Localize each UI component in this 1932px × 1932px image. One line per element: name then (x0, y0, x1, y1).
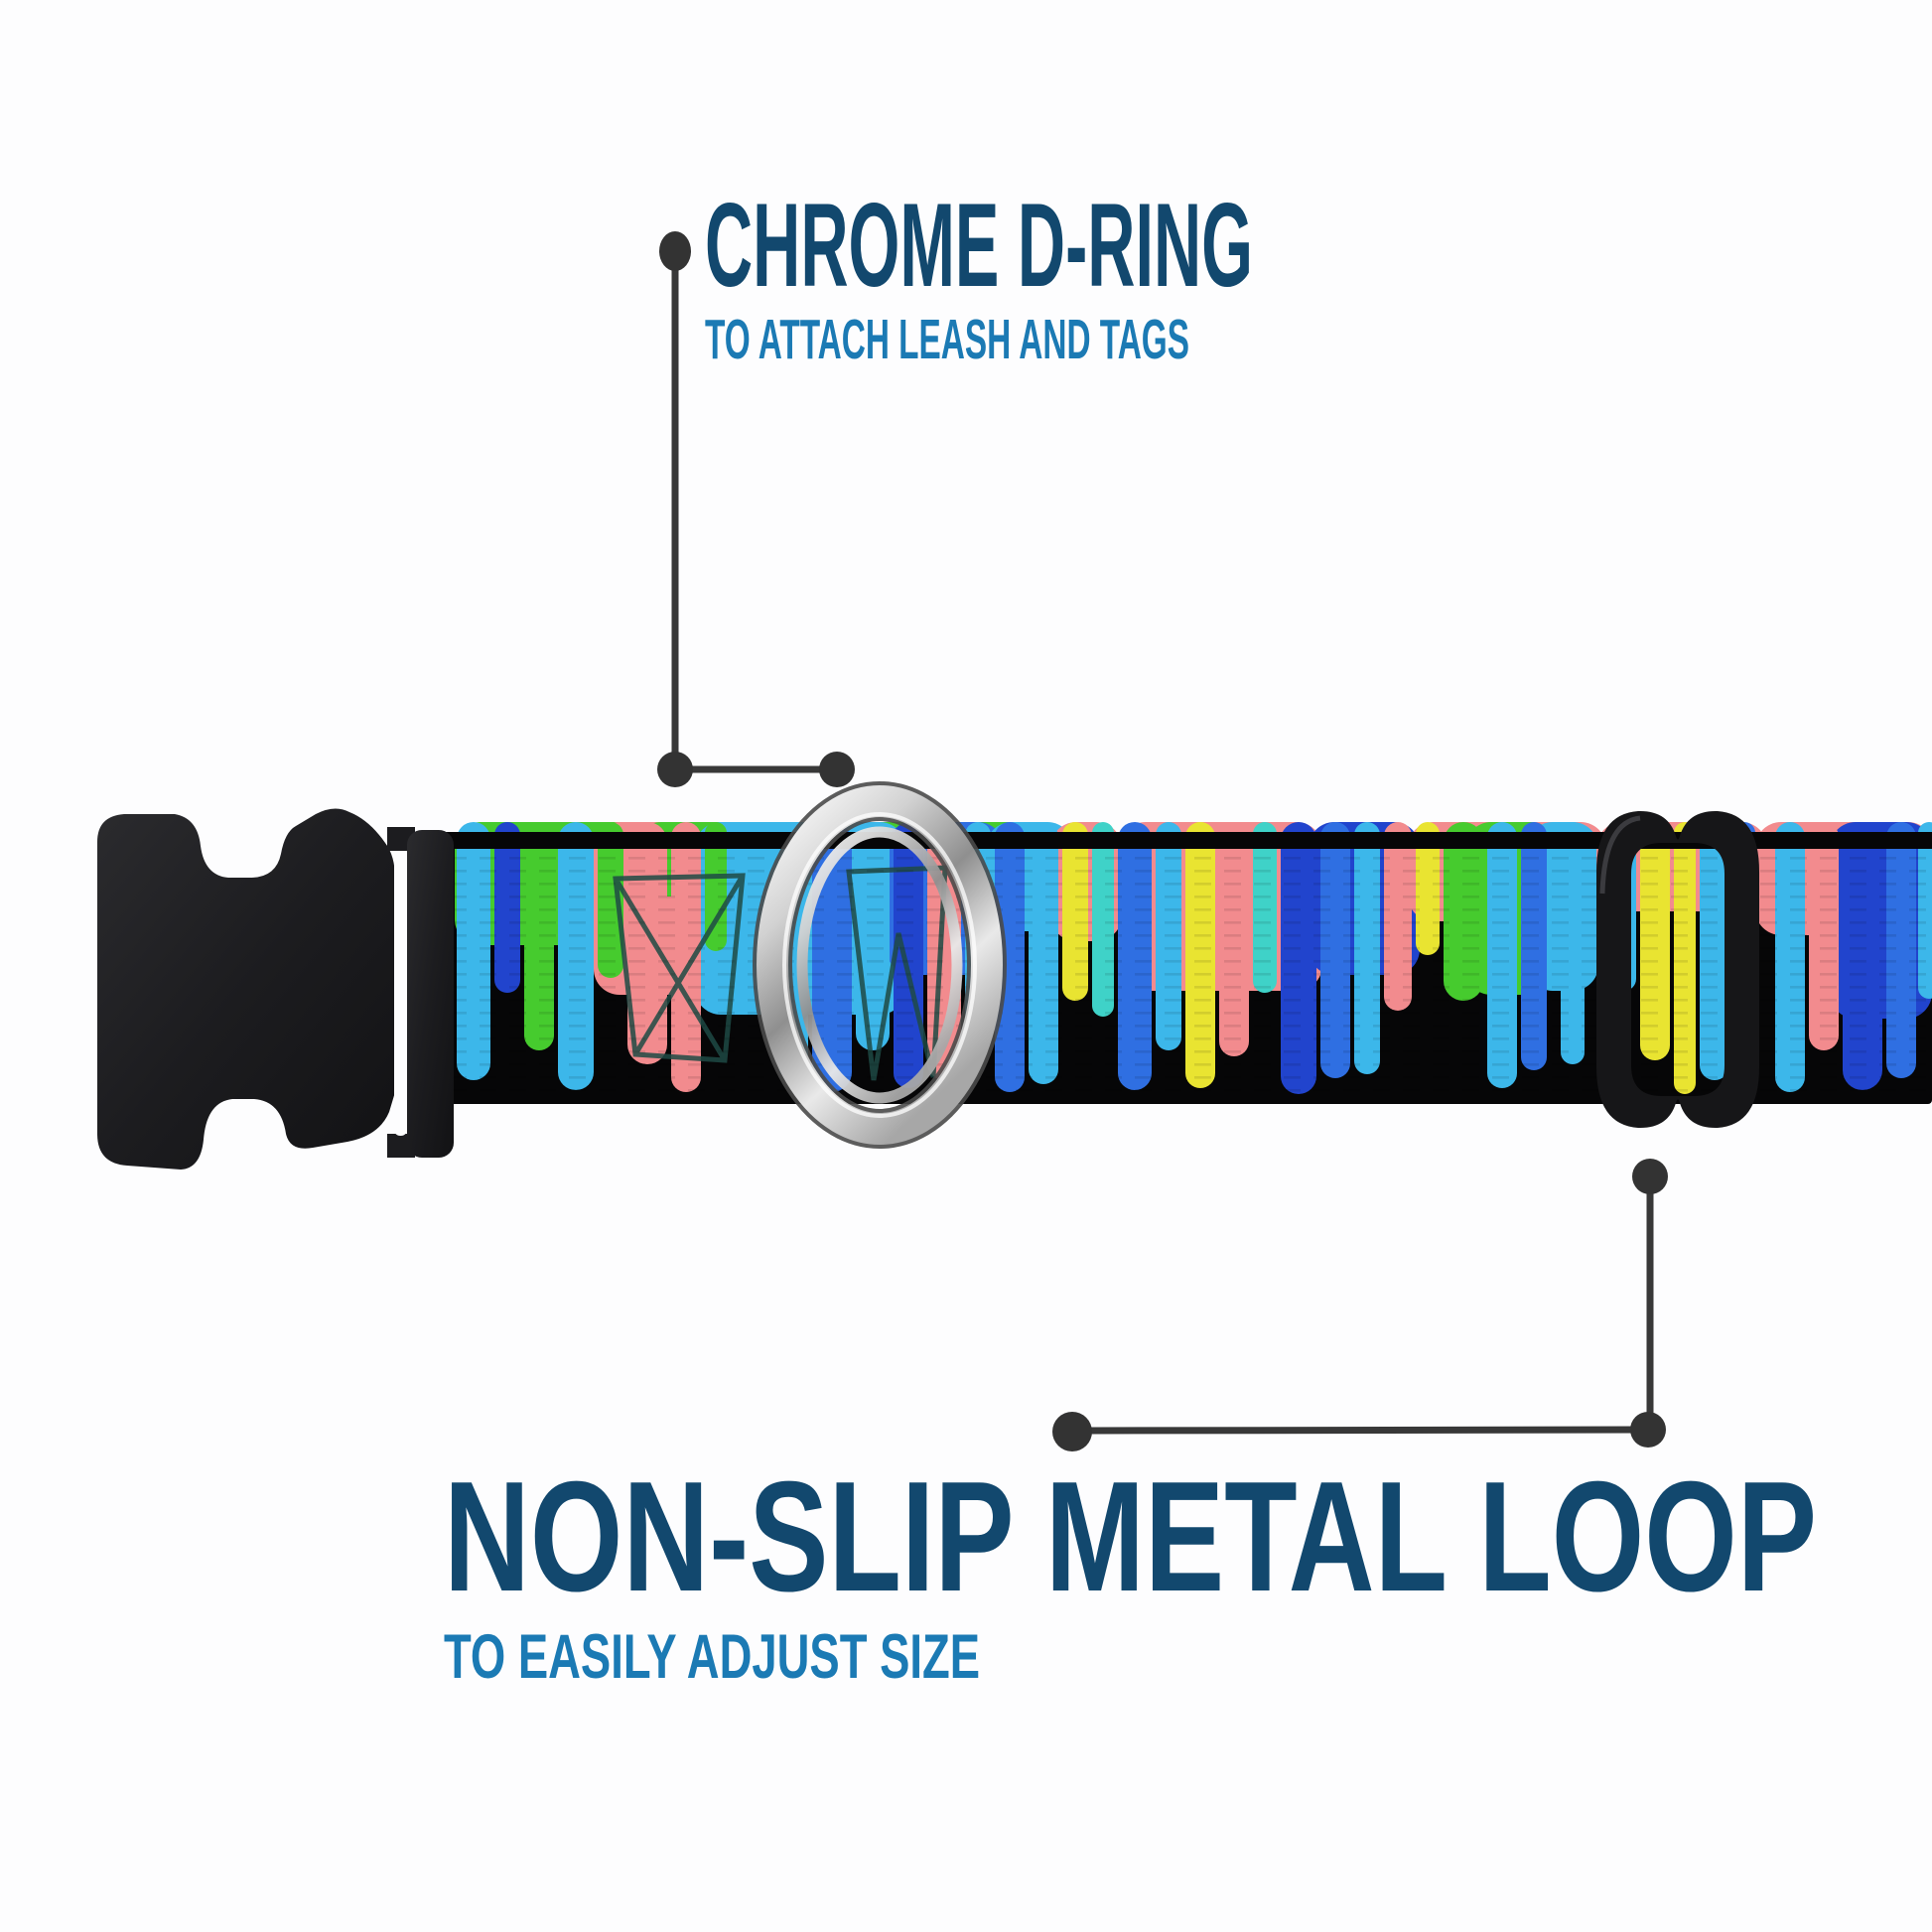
d-ring-chrome (757, 785, 1003, 1145)
buckle-body (97, 808, 395, 1170)
callout-subtitle-d-ring: TO ATTACH LEASH AND TAGS (705, 308, 1189, 371)
callout-chrome-d-ring: CHROME D-RING TO ATTACH LEASH AND TAGS (657, 179, 1253, 787)
d-ring-gleam (782, 812, 977, 1118)
callout-subtitle-metal-loop: TO EASILY ADJUST SIZE (444, 1622, 980, 1692)
callout-dot-target (1632, 1159, 1668, 1194)
d-ring-inner-tube (796, 826, 963, 1104)
callout-title-metal-loop: NON-SLIP METAL LOOP (444, 1449, 1817, 1624)
collar-strap (409, 822, 1932, 1104)
webbing-texture (409, 849, 1932, 1097)
buckle (97, 808, 454, 1170)
callout-metal-loop: NON-SLIP METAL LOOP TO EASILY ADJUST SIZ… (444, 1159, 1817, 1692)
callout-line-horizontal (1087, 1426, 1649, 1435)
callout-dot-end (1052, 1412, 1092, 1451)
buckle-slot-gap (394, 852, 407, 1136)
callout-dot-top (659, 231, 691, 271)
d-ring (753, 781, 1007, 1149)
callout-title-d-ring: CHROME D-RING (705, 179, 1253, 312)
metal-loop (1596, 810, 1759, 1129)
callout-dot-target (819, 752, 855, 787)
metal-loop-highlight (1599, 815, 1641, 895)
buckle-frame-bar (407, 830, 454, 1158)
callout-dot-corner (1630, 1412, 1666, 1448)
callout-dot-corner (657, 752, 693, 787)
